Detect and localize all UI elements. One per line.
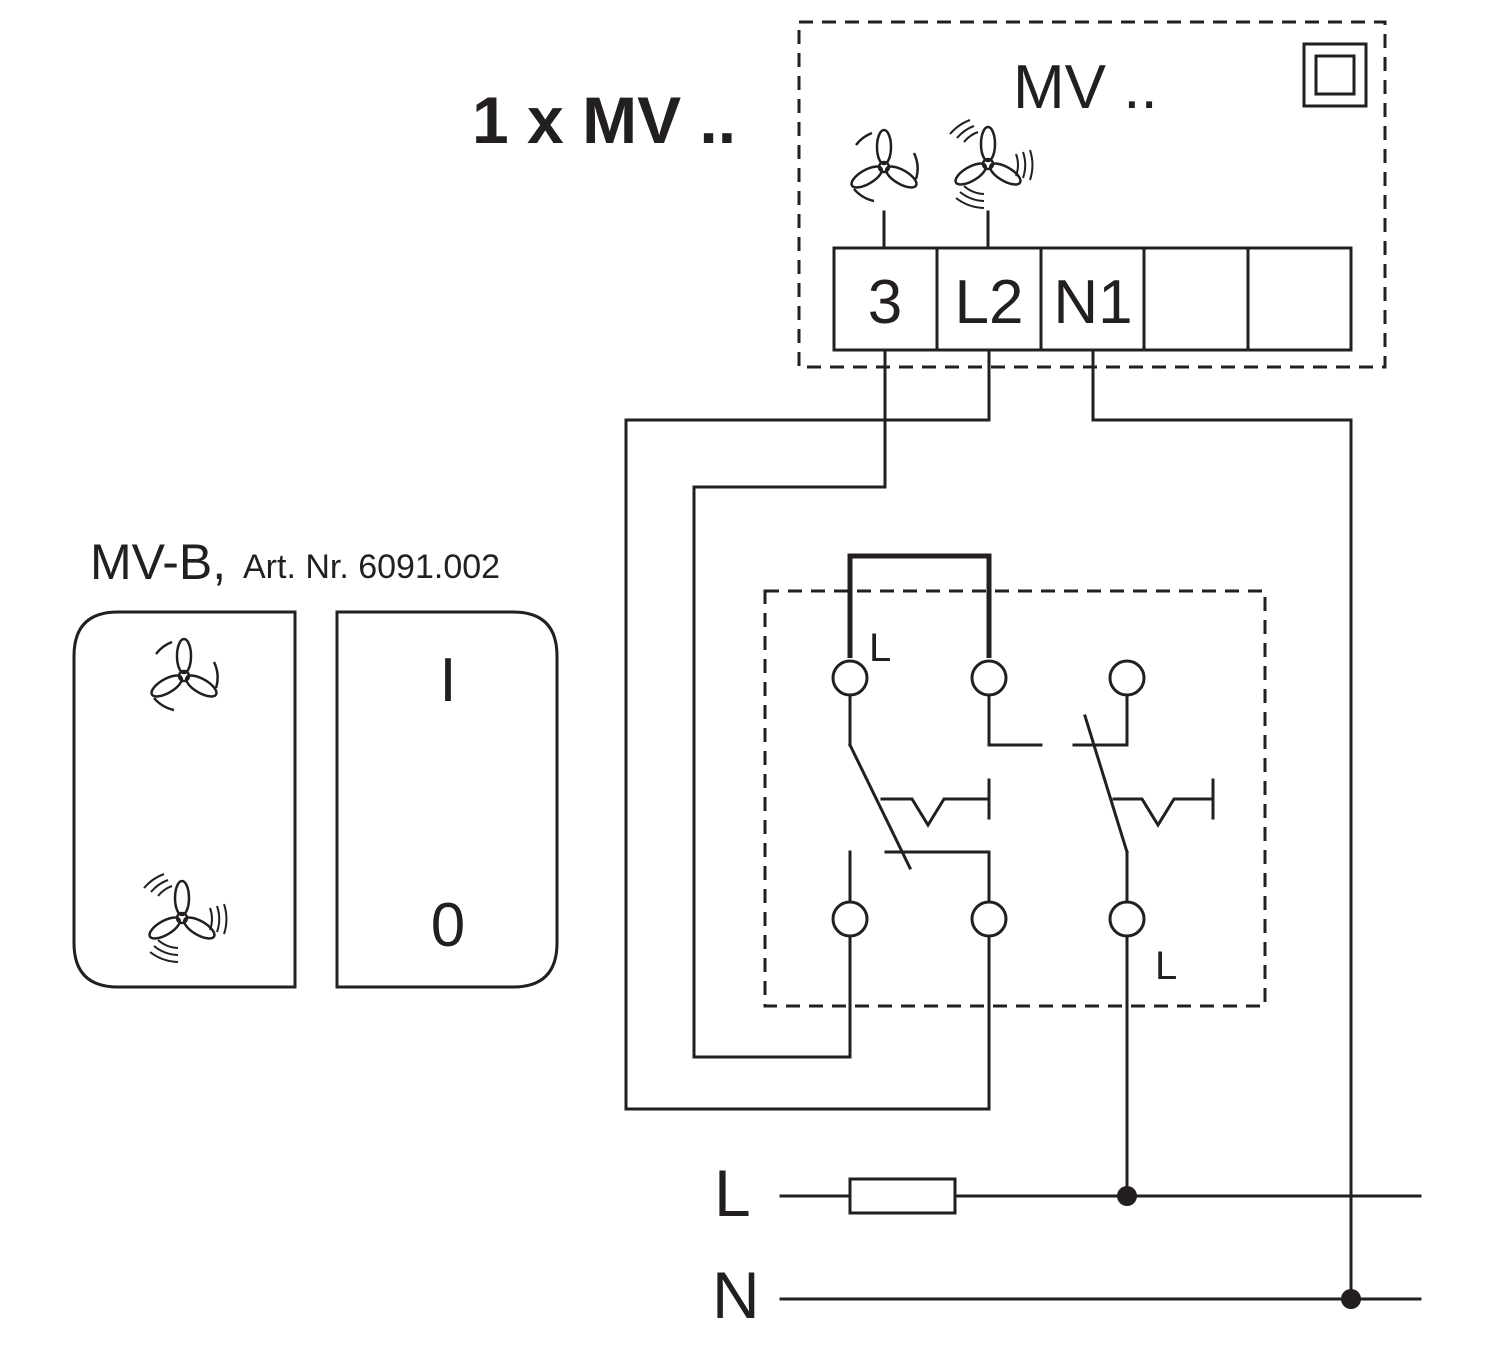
terminal-l-label: L (869, 626, 891, 670)
double-insulation-icon (1302, 42, 1368, 108)
supply-lines (779, 1194, 1422, 1301)
switch-terminal (1108, 659, 1146, 697)
switch-name: MV-B, (90, 534, 226, 590)
switch-rocker-left (72, 610, 297, 989)
fan-turbo-icon (144, 874, 226, 962)
fan-turbo-icon (950, 120, 1032, 208)
unit-label: MV .. (1013, 53, 1158, 122)
fuse-icon (848, 1177, 957, 1215)
bridge-link (847, 553, 992, 658)
switch-enclosure (763, 589, 1267, 1008)
terminal-l-label: L (1155, 944, 1177, 988)
switch-terminal (831, 900, 869, 938)
terminal-label: 3 (868, 268, 902, 337)
terminal-label: N1 (1053, 268, 1132, 337)
diagram-title: 1 x MV .. (472, 83, 736, 157)
supply-line-label: L (714, 1156, 751, 1230)
switch-terminal (831, 659, 869, 697)
rocker-off-label: 0 (431, 891, 465, 960)
junction-dot (1117, 1186, 1137, 1206)
wiring (624, 348, 1353, 1301)
switch-terminal (1108, 900, 1146, 938)
fan-icon (148, 639, 219, 710)
switch-article: Art. Nr. 6091.002 (243, 548, 500, 586)
rocker-on-label: I (439, 646, 456, 715)
fan-icon (848, 130, 919, 201)
switch-contacts (847, 695, 1215, 902)
junction-dot (1341, 1289, 1361, 1309)
terminal-label: L2 (955, 268, 1024, 337)
switch-terminal (970, 659, 1008, 697)
switch-terminal (970, 900, 1008, 938)
switch-rocker-right (335, 610, 559, 989)
supply-neutral-label: N (712, 1258, 760, 1332)
